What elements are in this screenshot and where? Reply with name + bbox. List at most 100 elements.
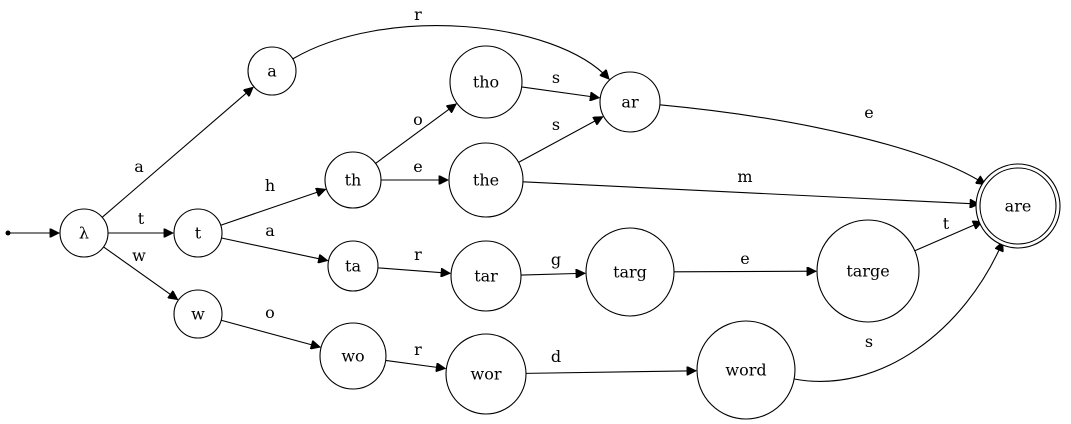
state-circle (173, 208, 223, 258)
state-word: word (696, 320, 796, 420)
transition-label: r (414, 245, 422, 264)
transition-arrow (221, 319, 320, 347)
state-label: targ (613, 263, 647, 282)
transition-arrow (673, 271, 816, 272)
transition-arrow (375, 104, 457, 164)
state-label: are (1005, 197, 1032, 216)
transition-label: e (864, 103, 873, 122)
state-circle (445, 333, 527, 415)
transition-arrow (377, 267, 450, 273)
transition-lambda-a: a (101, 87, 253, 218)
state-the: the (448, 142, 524, 218)
transition-arrow (292, 25, 609, 80)
transition-label: r (414, 5, 422, 24)
transition-ar-are: e (659, 103, 986, 185)
state-circle (324, 151, 382, 209)
state-circle (585, 227, 675, 317)
transition-arrow (525, 371, 696, 374)
transition-label: d (551, 347, 561, 366)
transition-arrow (520, 273, 585, 275)
transition-arrow (220, 189, 326, 226)
transition-label: s (552, 68, 560, 87)
transition-th-the: e (381, 157, 448, 180)
transition-arrow (103, 246, 178, 300)
transition-word-are: s (794, 242, 1003, 382)
transition-targe-are: t (914, 214, 982, 252)
transition-t-ta: a (221, 221, 327, 261)
state-lambda: λ (59, 208, 109, 258)
state-tho: tho (449, 45, 523, 119)
state-circle (247, 46, 297, 96)
transition-wo-wor: r (385, 340, 446, 369)
transition-tar-targ: g (520, 250, 585, 275)
transition-label: r (414, 340, 422, 359)
start-point (5, 230, 11, 236)
state-tar: tar (450, 240, 522, 312)
transition-tho-ar: s (521, 68, 600, 98)
state-label: word (725, 361, 766, 380)
transition-the-ar: s (518, 115, 603, 163)
state-circle (599, 71, 661, 133)
state-label: ta (345, 257, 361, 276)
transition-the-are: m (522, 167, 979, 204)
transition-arrow (914, 222, 982, 252)
transition-arrow (101, 87, 253, 218)
transition-label: a (134, 157, 144, 176)
state-th: th (324, 151, 382, 209)
transition-th-tho: o (375, 104, 457, 164)
transition-label: s (865, 332, 873, 351)
transition-w-wo: o (221, 303, 320, 347)
state-label: wor (471, 365, 502, 384)
transition-targ-targe: e (673, 249, 816, 272)
state-circle (59, 208, 109, 258)
state-wo: wo (319, 322, 387, 390)
transition-label: t (943, 214, 950, 233)
transition-label: e (740, 249, 749, 268)
transition-label: h (265, 176, 275, 195)
state-label: targe (846, 262, 889, 281)
state-circle (173, 289, 223, 339)
state-label: a (267, 62, 277, 81)
state-circle (816, 219, 920, 323)
state-t: t (173, 208, 223, 258)
transition-label: e (413, 157, 422, 176)
state-label: w (191, 305, 205, 324)
state-label: t (195, 224, 202, 243)
transition-wor-word: d (525, 347, 696, 374)
state-are: are (975, 163, 1061, 249)
state-targ: targ (585, 227, 675, 317)
state-ta: ta (327, 240, 379, 292)
state-circle (448, 142, 524, 218)
transition-arrow (521, 86, 600, 98)
transition-label: o (413, 110, 423, 129)
transition-lambda-w: w (103, 246, 178, 300)
state-w: w (173, 289, 223, 339)
transition-label: t (138, 209, 145, 228)
state-label: λ (79, 224, 89, 243)
state-label: tho (473, 73, 499, 92)
transition-arrow (221, 237, 327, 261)
transition-t-th: h (220, 176, 326, 226)
transition-ta-tar: r (377, 245, 450, 273)
state-circle (449, 45, 523, 119)
state-circle (319, 322, 387, 390)
transition-arrow (518, 116, 603, 163)
state-circle (979, 167, 1057, 245)
transition-label: o (265, 303, 275, 322)
transition-arrow (794, 242, 1003, 382)
state-circle (696, 320, 796, 420)
state-circle (327, 240, 379, 292)
transition-label: a (265, 221, 275, 240)
transition-arrow (659, 104, 986, 185)
state-targe: targe (816, 219, 920, 323)
state-label: tar (474, 267, 498, 286)
transition-a-ar: r (292, 5, 609, 80)
state-circle (450, 240, 522, 312)
state-label: the (473, 171, 499, 190)
transition-label: w (132, 246, 146, 265)
transition-arrow (522, 181, 979, 204)
transition-label: m (737, 167, 752, 186)
